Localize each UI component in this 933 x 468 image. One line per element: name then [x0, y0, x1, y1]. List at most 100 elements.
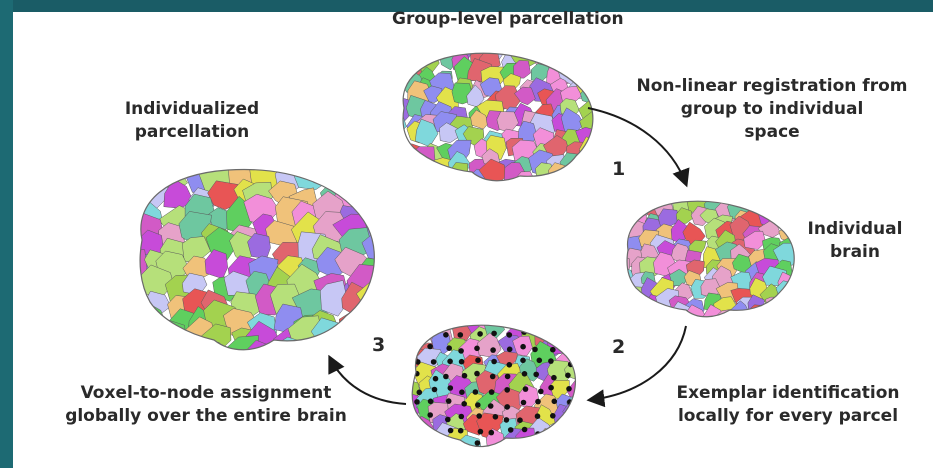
- parcel: [354, 181, 385, 209]
- parcel: [562, 319, 584, 344]
- individual-brain: [607, 182, 802, 330]
- exemplar-dot: [414, 344, 420, 350]
- exemplar-dot: [448, 385, 454, 391]
- exemplar-dot: [507, 332, 513, 338]
- parcel: [610, 206, 630, 228]
- exemplar-dot: [459, 389, 465, 395]
- parcel: [730, 182, 748, 201]
- parcel: [609, 229, 627, 250]
- exemplar-dot: [517, 417, 523, 423]
- parcel: [428, 306, 449, 327]
- parcel: [163, 342, 195, 374]
- exemplar-dot: [504, 387, 510, 393]
- step-1-number: 1: [612, 158, 625, 181]
- exemplar-dot: [548, 441, 554, 447]
- exemplar-dot: [506, 441, 512, 447]
- exemplar-dot: [432, 387, 438, 393]
- parcel: [779, 200, 799, 217]
- parcel: [125, 154, 149, 177]
- exemplar-dot: [443, 332, 449, 338]
- parcel: [352, 148, 385, 183]
- parcel: [160, 320, 186, 349]
- parcel: [389, 38, 407, 56]
- parcel: [397, 435, 418, 457]
- parcel: [340, 322, 366, 351]
- parcel: [112, 324, 143, 357]
- registration-line-2: group to individual: [612, 98, 932, 121]
- parcel: [781, 183, 800, 203]
- parcel: [180, 338, 209, 368]
- exemplar-dot: [523, 443, 529, 449]
- exemplar-dot: [415, 431, 421, 437]
- exemplar-dot: [566, 386, 572, 392]
- parcel: [530, 302, 557, 328]
- parcel: [339, 313, 366, 340]
- parcel: [765, 297, 783, 314]
- parcel: [198, 141, 234, 172]
- exemplar-dot: [459, 359, 465, 365]
- exemplar-dot: [505, 374, 511, 380]
- exemplar-dot: [551, 375, 557, 381]
- exemplar-dot: [417, 390, 423, 396]
- exemplar-dot: [564, 415, 570, 421]
- exemplar-dot: [476, 413, 482, 419]
- exemplar-line-2: locally for every parcel: [648, 405, 928, 428]
- exemplar-dot: [490, 374, 496, 380]
- exemplar-dot: [549, 329, 555, 335]
- exemplar-label: Exemplar identification locally for ever…: [648, 382, 928, 428]
- parcel: [116, 304, 147, 329]
- exemplar-dot: [429, 441, 435, 447]
- parcel: [777, 209, 795, 229]
- exemplar-dot: [433, 376, 439, 382]
- exemplar-dot: [429, 328, 435, 334]
- exemplar-dot: [550, 413, 556, 419]
- parcel: [561, 306, 590, 334]
- parcel: [418, 43, 438, 62]
- exemplar-dot: [535, 413, 541, 419]
- parcel: [400, 416, 417, 435]
- parcel: [385, 137, 408, 158]
- parcel: [611, 201, 629, 221]
- individualized-brain: [108, 141, 394, 376]
- exemplar-dot: [428, 399, 434, 405]
- individualized-line-2: parcellation: [92, 121, 292, 144]
- exemplar-dot: [522, 427, 528, 433]
- parcel: [550, 428, 572, 453]
- exemplar-line-1: Exemplar identification: [648, 382, 928, 405]
- exemplar-dot: [538, 329, 544, 335]
- exemplar-dot: [489, 430, 495, 436]
- parcel: [394, 360, 416, 382]
- parcel: [581, 60, 600, 78]
- exemplar-dot: [478, 429, 484, 435]
- parcel: [569, 416, 590, 435]
- parcel: [614, 308, 633, 330]
- parcel: [746, 184, 767, 205]
- step-2-number: 2: [612, 336, 625, 359]
- parcel: [773, 294, 796, 315]
- parcel: [640, 184, 664, 205]
- parcel: [568, 333, 594, 356]
- parcel: [249, 144, 274, 169]
- parcel: [581, 153, 600, 174]
- exemplar-dot: [507, 347, 513, 353]
- exemplar-dot: [568, 347, 574, 353]
- exemplar-dot: [443, 374, 449, 380]
- exemplar-dot: [446, 398, 452, 404]
- parcel: [336, 146, 368, 177]
- exemplar-dot: [548, 385, 554, 391]
- exemplar-dot: [431, 359, 437, 365]
- individualized-line-1: Individualized: [92, 98, 292, 121]
- parcel: [328, 157, 366, 190]
- parcel: [333, 337, 372, 366]
- parcel: [655, 306, 672, 322]
- parcel: [417, 164, 442, 190]
- exemplar-dot: [458, 348, 464, 354]
- parcel: [137, 346, 174, 375]
- individual-brain-line-1: Individual: [800, 218, 910, 241]
- parcel: [394, 405, 413, 427]
- exemplar-dot: [446, 345, 452, 351]
- parcel: [402, 35, 425, 57]
- group-brain: [383, 33, 606, 194]
- exemplar-dot: [475, 440, 481, 446]
- parcel: [618, 292, 637, 311]
